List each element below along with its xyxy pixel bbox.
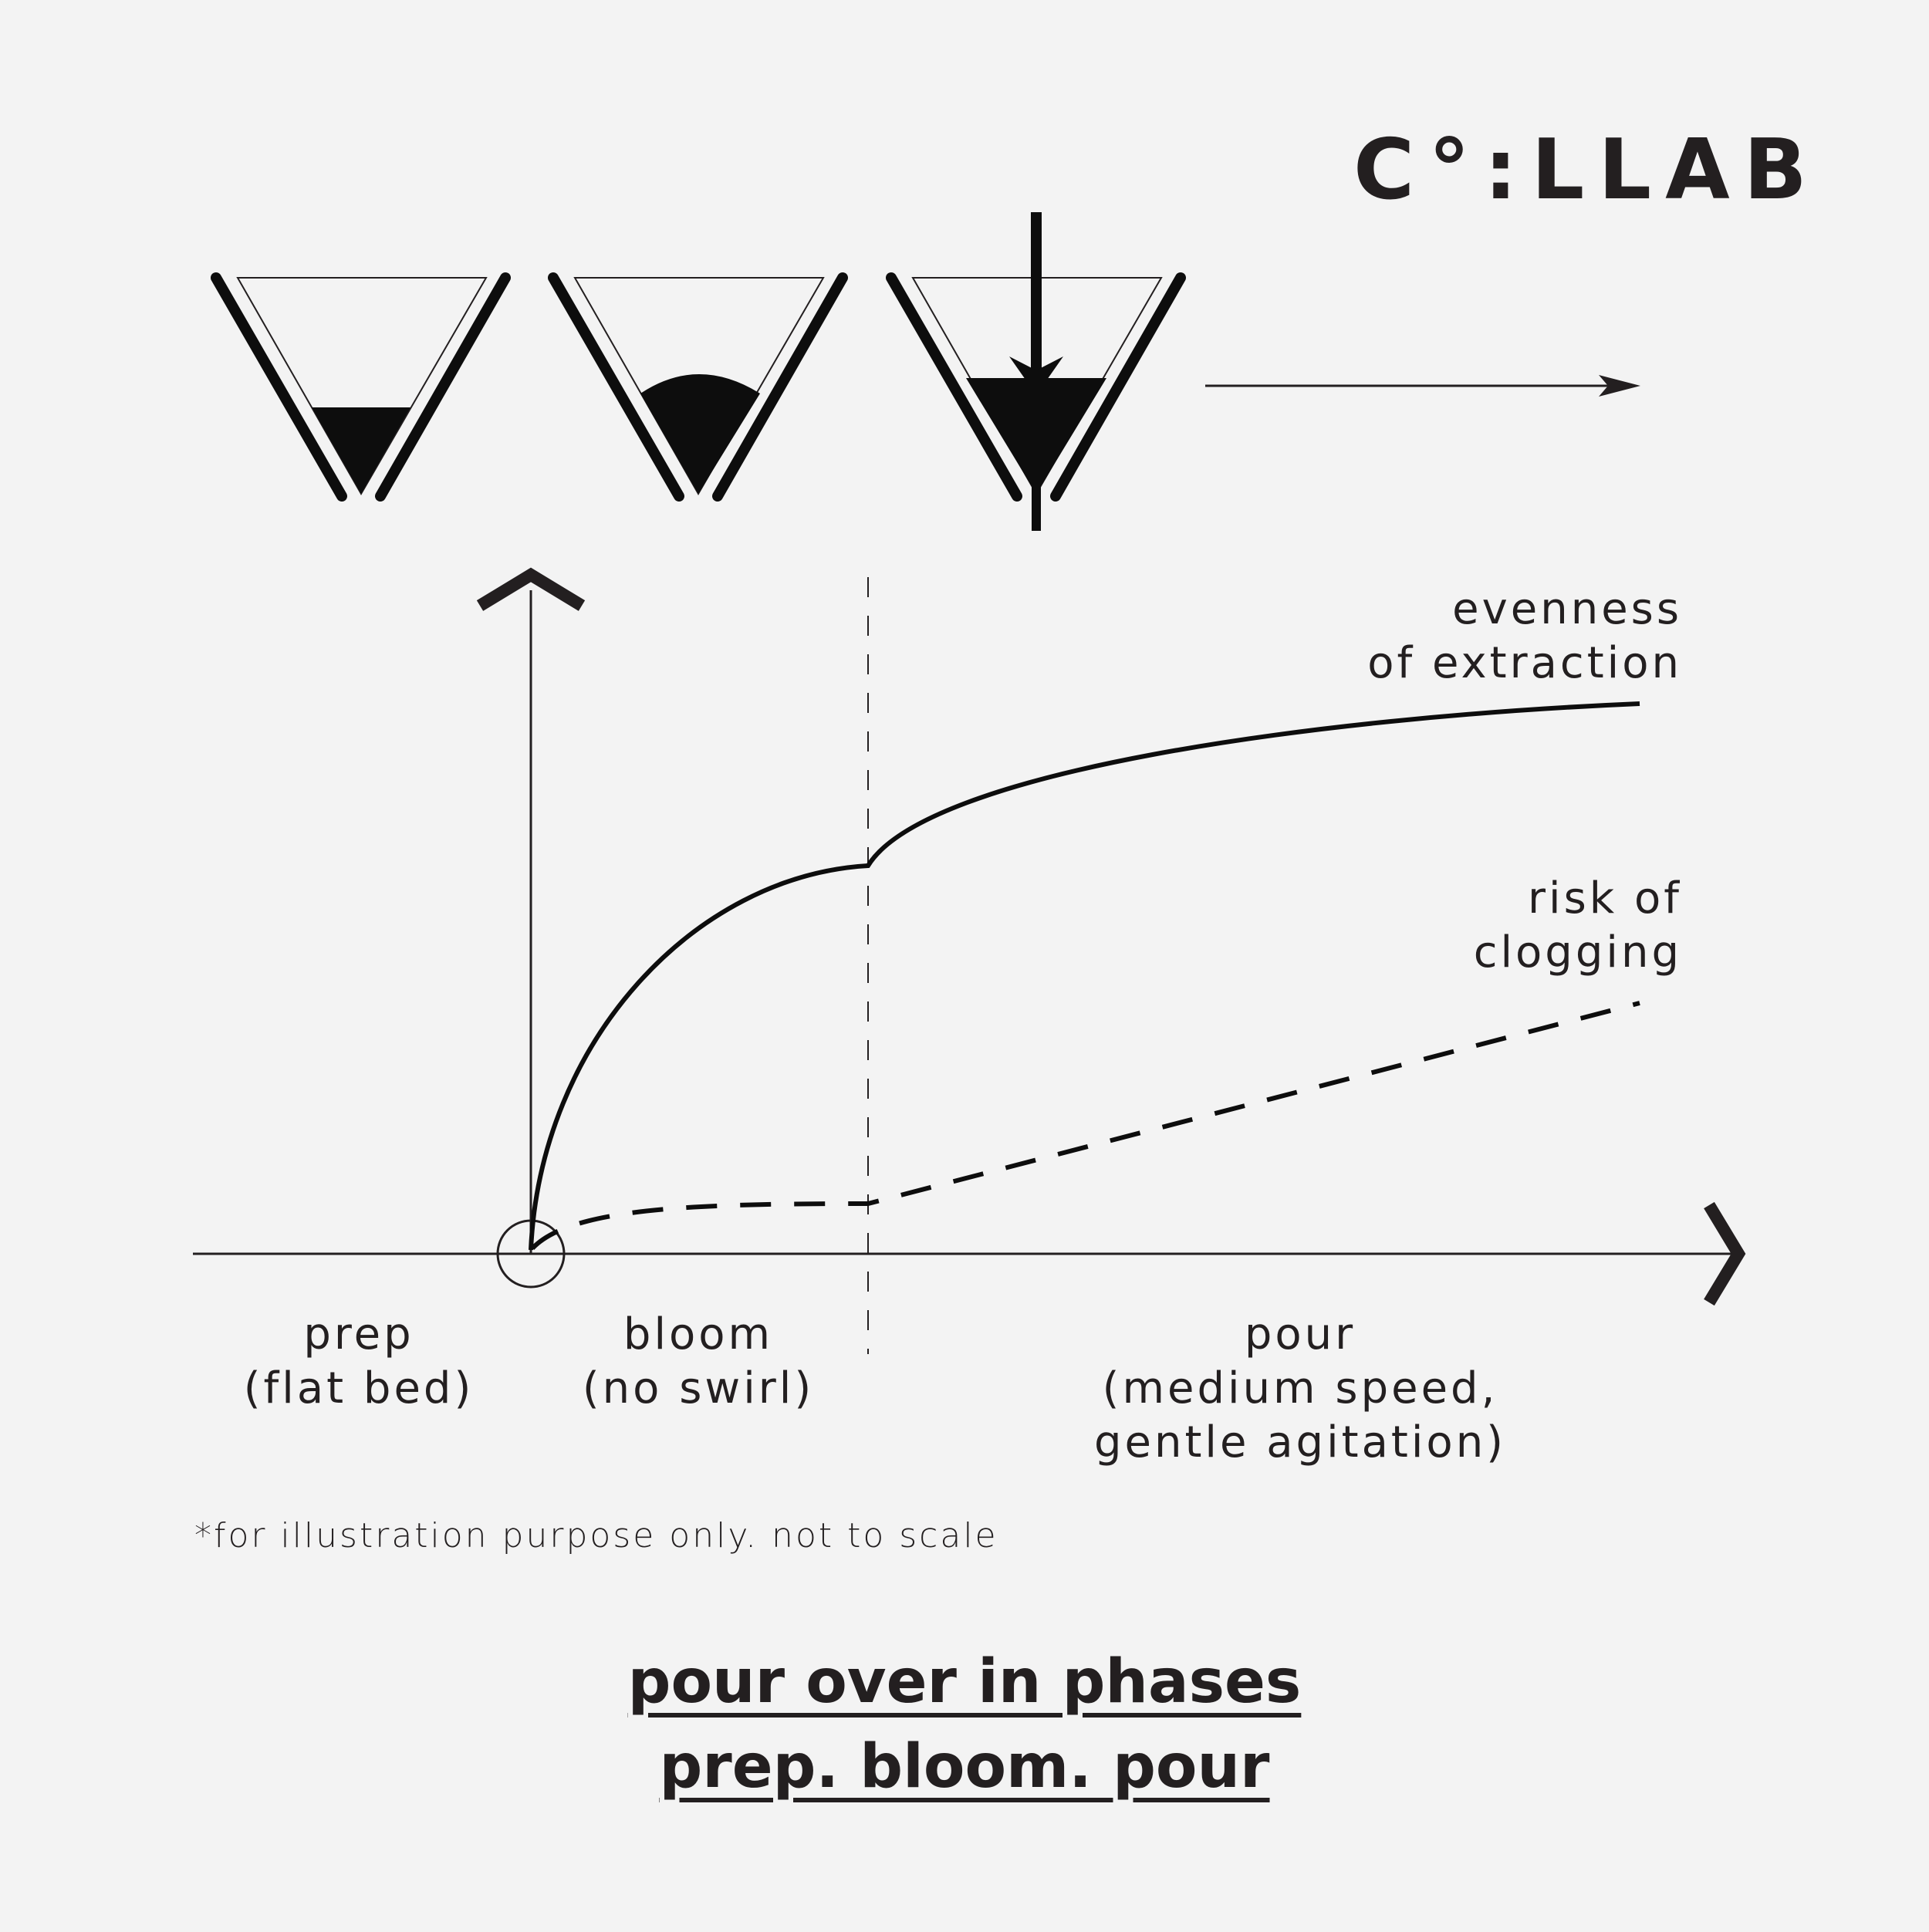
- phase-bloom-name: bloom: [623, 1309, 774, 1359]
- dripper-pour-icon: [886, 212, 1186, 531]
- title-block: pour over in phases prep. bloom. pour: [0, 1640, 1929, 1809]
- x-axis: [193, 1201, 1746, 1306]
- risk-of-clogging-curve: [530, 1001, 1640, 1251]
- footnote: *for illustration purpose only. not to s…: [194, 1516, 998, 1555]
- curve-label-clogging: risk of clogging: [1296, 872, 1682, 980]
- phase-bloom-detail: (no swirl): [582, 1363, 815, 1414]
- dripper-prep-icon: [211, 272, 511, 502]
- phase-prep-name: prep: [303, 1309, 414, 1359]
- dripper-bloom-icon: [548, 272, 848, 502]
- curve-extraction-line1: evenness: [1452, 584, 1682, 634]
- evenness-of-extraction-curve: [529, 701, 1640, 1251]
- phase-prep-detail: (flat bed): [243, 1363, 475, 1414]
- phase-pour-name: pour: [1244, 1309, 1356, 1359]
- phase-label-prep: prep (flat bed): [204, 1308, 513, 1416]
- curve-extraction-line2: of extraction: [1367, 638, 1682, 688]
- y-axis: [476, 567, 586, 1254]
- phase-pour-detail-2: gentle agitation): [1093, 1417, 1507, 1468]
- collab-logo: C°:LLAB: [1353, 121, 1821, 218]
- phase-pour-detail-1: (medium speed,: [1102, 1363, 1498, 1414]
- curve-clogging-line1: risk of: [1528, 873, 1682, 924]
- phase-label-pour: pour (medium speed, gentle agitation): [1069, 1308, 1532, 1470]
- title-line-2: prep. bloom. pour: [659, 1732, 1270, 1802]
- curve-clogging-line2: clogging: [1473, 927, 1682, 978]
- phase-label-bloom: bloom (no swirl): [544, 1308, 853, 1416]
- curve-label-extraction: evenness of extraction: [1296, 583, 1682, 691]
- title-line-1: pour over in phases: [627, 1647, 1302, 1717]
- progression-arrow-icon: [1205, 375, 1640, 397]
